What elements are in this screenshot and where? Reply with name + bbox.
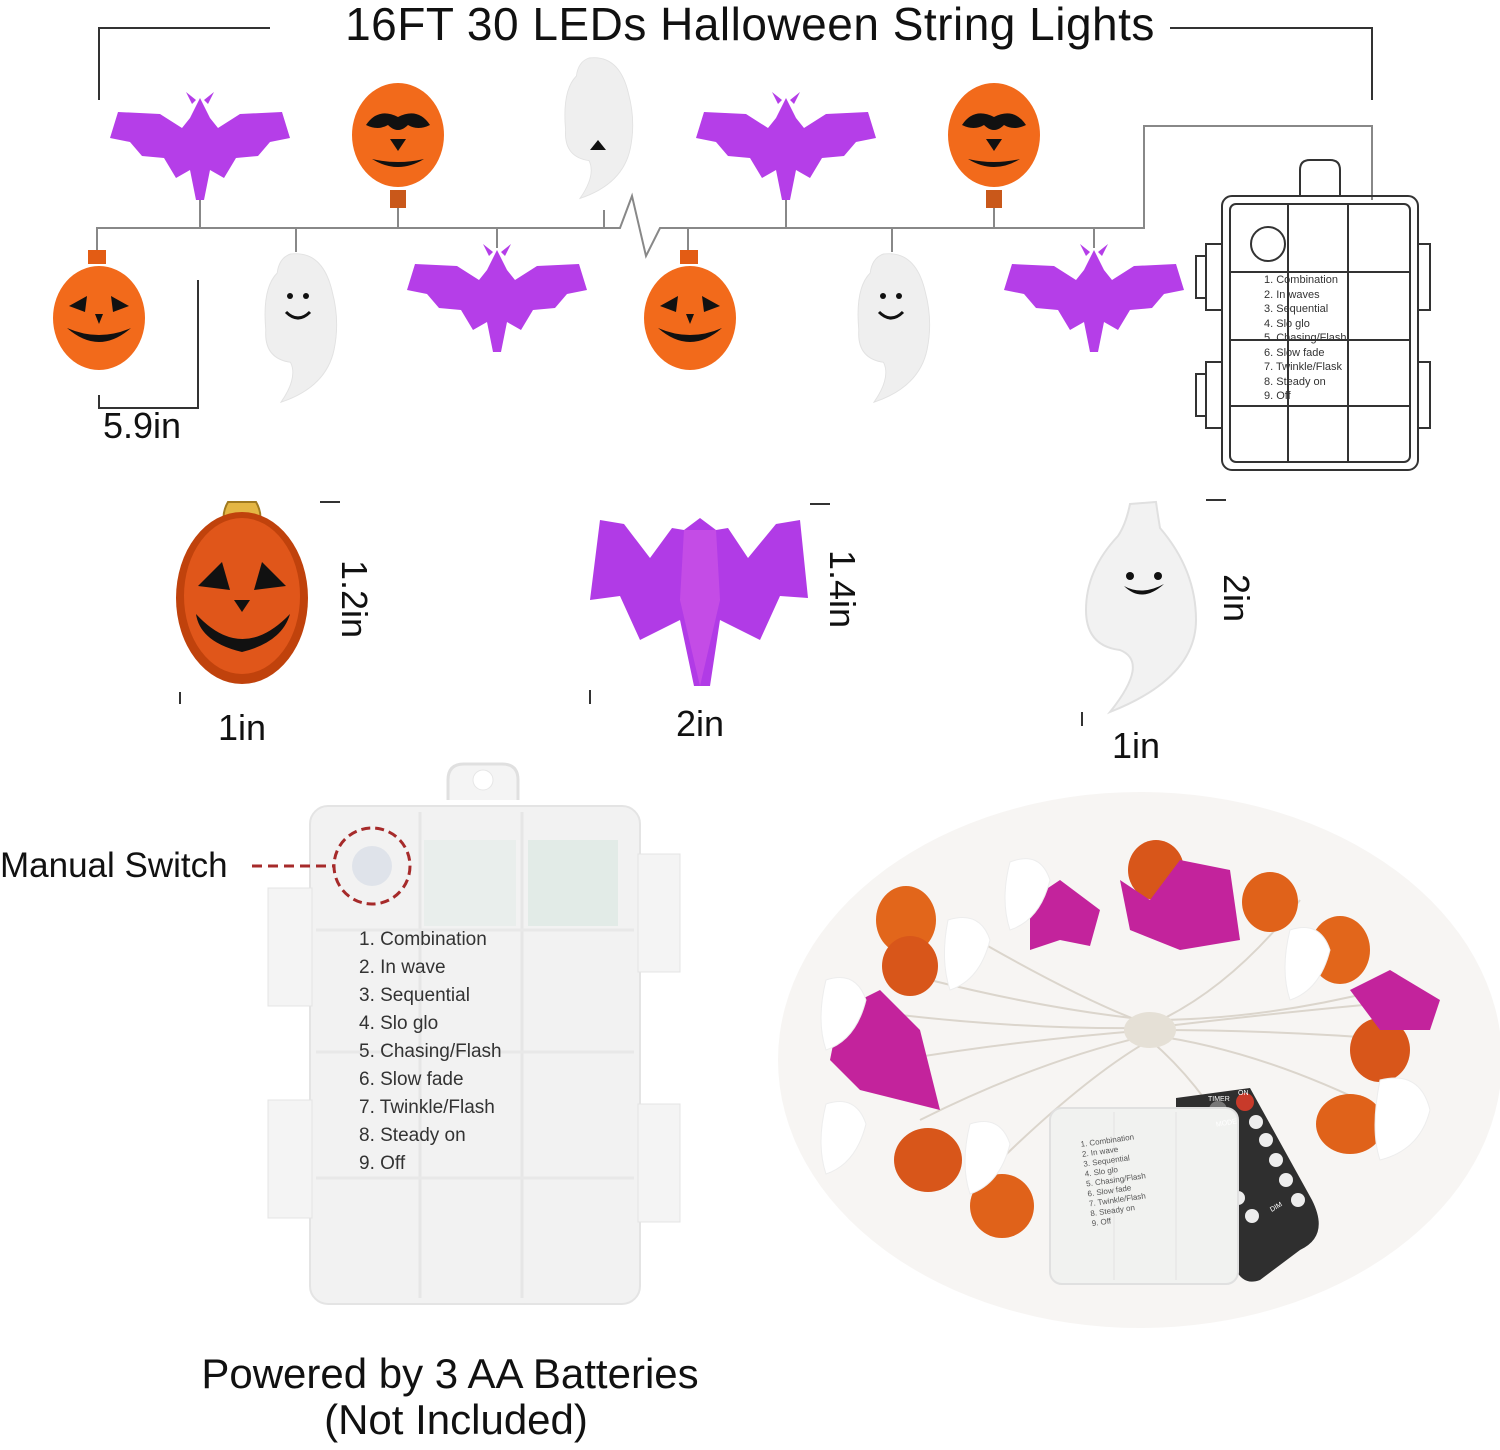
mode-item: 3. Sequential (359, 985, 470, 1006)
bat-detail-icon (590, 518, 808, 686)
bat-icon (1004, 244, 1184, 352)
ghost-icon (857, 253, 931, 403)
page-title: 16FT 30 LEDs Halloween String Lights (345, 0, 1155, 50)
remote-on-label: ON (1238, 1090, 1249, 1097)
mode-item: 6. Slow fade (359, 1069, 464, 1090)
ghost-detail-icon (1084, 500, 1198, 715)
manual-switch-label: Manual Switch (0, 846, 228, 885)
mode-item: 8. Steady on (359, 1125, 466, 1146)
mode-item: 2. In wave (359, 957, 446, 978)
pumpkin-icon (948, 83, 1040, 208)
mode-item: 7. Twinkle/Flask (1264, 361, 1343, 373)
mode-item: 5. Chasing/Flash (359, 1041, 502, 1062)
spacing-dimension-label: 5.9in (103, 405, 182, 446)
pumpkin-height-label: 1.2in (334, 560, 375, 639)
large-battery-box (267, 762, 681, 1305)
mode-item: 4. Slo glo (1264, 317, 1310, 330)
ghost-icon (264, 253, 338, 403)
mode-item: 9. Off (1264, 390, 1291, 402)
pumpkin-icon (644, 250, 736, 370)
battery-note-line1: Powered by 3 AA Batteries (201, 1350, 699, 1397)
mode-item: 6. Slow fade (1264, 346, 1325, 359)
mode-item: 1. Combination (359, 929, 487, 950)
large-box-mode-list: 1. Combination 2. In wave 3. Sequential … (359, 926, 502, 1178)
bat-height-label: 1.4in (822, 550, 863, 629)
battery-box-diagram (1195, 159, 1431, 471)
mode-item: 8. Steady on (1264, 375, 1326, 388)
pumpkin-icon (352, 83, 444, 208)
mode-item: 7. Twinkle/Flash (359, 1097, 495, 1118)
mode-item: 9. Off (359, 1153, 406, 1174)
mode-item: 3. Sequential (1264, 303, 1329, 315)
bat-icon (696, 92, 876, 200)
pumpkin-detail-icon (176, 501, 308, 684)
battery-note-line2: (Not Included) (324, 1396, 588, 1443)
bat-icon (110, 92, 290, 200)
bat-width-label: 2in (676, 703, 725, 744)
photo-box-mode-list: 1. Combination 2. In wave 3. Sequential … (1080, 1132, 1152, 1229)
product-photo (778, 792, 1500, 1328)
mode-item: 5. Chasing/Flash (1264, 332, 1347, 344)
mode-item: 2. In waves (1264, 288, 1320, 301)
battery-box-mode-list: 1. Combination 2. In waves 3. Sequential… (1264, 273, 1347, 404)
pumpkin-width-label: 1in (218, 707, 267, 748)
remote-timer-label: TIMER (1208, 1096, 1230, 1103)
ghost-width-label: 1in (1112, 725, 1161, 766)
ghost-height-label: 2in (1216, 574, 1257, 623)
bat-icon (407, 244, 587, 352)
mode-item: 4. Slo glo (359, 1013, 439, 1034)
pumpkin-icon (53, 250, 145, 370)
ghost-icon (564, 57, 634, 199)
mode-item: 1. Combination (1264, 274, 1338, 286)
